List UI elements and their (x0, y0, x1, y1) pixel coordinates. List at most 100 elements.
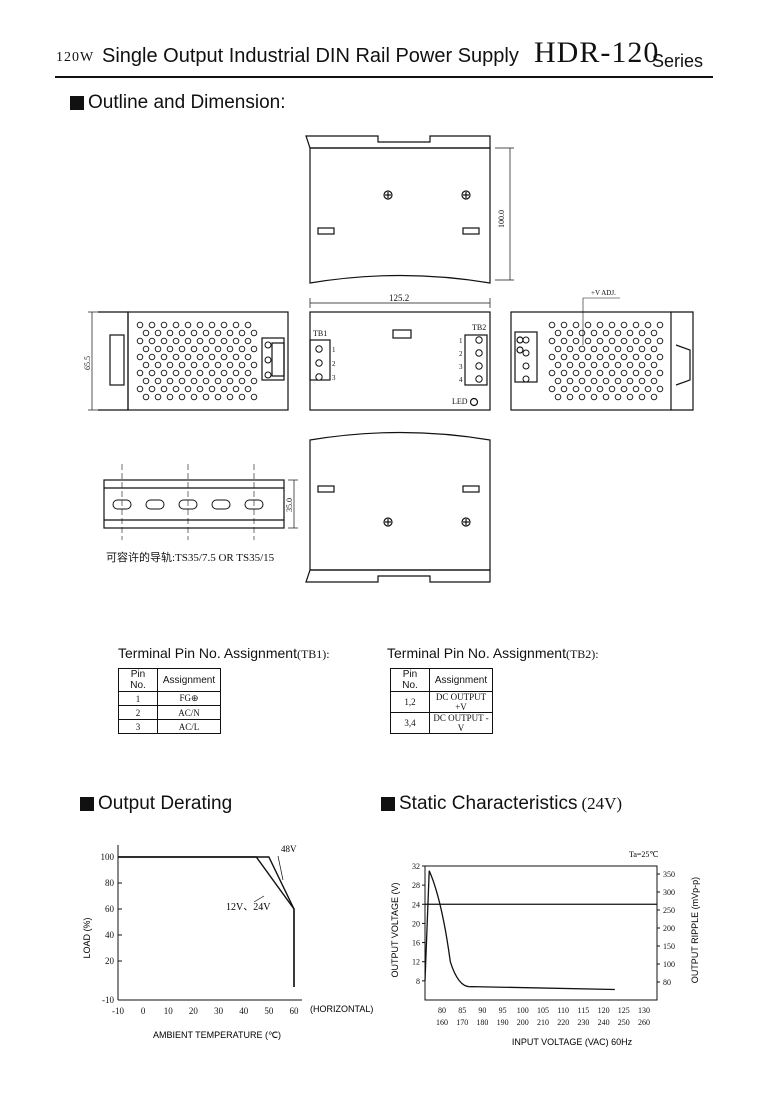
vent-hole (136, 337, 144, 345)
vent-hole (602, 377, 610, 385)
vent-hole (142, 345, 150, 353)
x-tick-label: 50 (264, 1006, 274, 1016)
vent-hole (656, 353, 664, 361)
x-tick-label: 30 (214, 1006, 224, 1016)
x-tick-label-bottom: 250 (618, 1018, 630, 1027)
x-tick-label-top: 95 (499, 1006, 507, 1015)
table-cell: AC/L (157, 719, 221, 734)
x-tick-label-bottom: 160 (436, 1018, 448, 1027)
vent-hole (202, 361, 210, 369)
vent-hole (626, 377, 634, 385)
vent-hole (554, 361, 562, 369)
vent-hole (154, 377, 162, 385)
vent-hole (548, 337, 556, 345)
vent-hole (656, 337, 664, 345)
vent-hole (232, 337, 240, 345)
tb2-table-title-text: Terminal Pin No. Assignment (387, 645, 566, 661)
vent-hole (644, 321, 652, 329)
dim-width-label: 125.2 (389, 293, 409, 303)
y-tick-label-right: 150 (663, 942, 675, 951)
leader-line (277, 855, 284, 881)
vent-hole (232, 353, 240, 361)
tb2-pin-2: 2 (459, 350, 463, 358)
vent-hole (214, 361, 222, 369)
vent-hole (656, 385, 664, 393)
vent-hole (632, 385, 640, 393)
vent-hole (566, 393, 574, 401)
vent-hole (196, 385, 204, 393)
vent-hole (614, 393, 622, 401)
terminal-screw (315, 373, 323, 381)
vent-hole (644, 337, 652, 345)
vent-hole (160, 321, 168, 329)
x-tick-label-bottom: 230 (577, 1018, 589, 1027)
vent-hole (638, 377, 646, 385)
vent-hole (596, 321, 604, 329)
derating-ylabel: LOAD (%) (82, 917, 92, 958)
vent-hole (638, 361, 646, 369)
outline-title: Outline and Dimension: (88, 92, 286, 113)
vent-hole (650, 329, 658, 337)
vent-hole (220, 385, 228, 393)
vent-hole (608, 369, 616, 377)
vent-hole (178, 329, 186, 337)
y-tick-label-right: 250 (663, 906, 675, 915)
vent-hole (626, 329, 634, 337)
vent-hole (548, 321, 556, 329)
vent-hole (172, 337, 180, 345)
x-tick-label: 40 (239, 1006, 249, 1016)
x-tick-label-top: 90 (478, 1006, 486, 1015)
tb2-pin-4: 4 (459, 376, 463, 384)
vent-hole (632, 321, 640, 329)
vent-hole (190, 329, 198, 337)
terminal-screw (522, 349, 530, 357)
x-tick-label-top: 115 (578, 1006, 590, 1015)
vent-hole (244, 385, 252, 393)
vent-hole (638, 329, 646, 337)
derating-12-24v-label: 12V、24V (226, 902, 271, 913)
vent-hole (250, 377, 258, 385)
x-tick-label-top: 105 (537, 1006, 549, 1015)
vent-hole (208, 369, 216, 377)
x-tick-label-bottom: 180 (476, 1018, 488, 1027)
vent-hole (596, 369, 604, 377)
header-wattage: 120W (56, 50, 95, 65)
vent-hole (560, 353, 568, 361)
vent-hole (196, 369, 204, 377)
vent-hole (160, 369, 168, 377)
vent-hole (554, 377, 562, 385)
top-view (305, 135, 514, 284)
vent-hole (548, 353, 556, 361)
vent-hole (172, 385, 180, 393)
vent-hole (596, 385, 604, 393)
derating-series-line (118, 856, 295, 987)
vent-hole (214, 393, 222, 401)
y-tick-label-left: 8 (416, 977, 420, 986)
vent-hole (220, 321, 228, 329)
y-tick-label-left: 12 (412, 958, 420, 967)
vent-hole (560, 321, 568, 329)
vent-hole (238, 345, 246, 353)
vent-hole (208, 353, 216, 361)
vent-hole (178, 377, 186, 385)
vent-hole (602, 345, 610, 353)
vent-hole (554, 329, 562, 337)
vent-hole (244, 337, 252, 345)
x-tick-label-bottom: 240 (598, 1018, 610, 1027)
vent-hole (614, 345, 622, 353)
vent-hole (160, 385, 168, 393)
bottom-view (305, 431, 491, 583)
rail-slot (211, 499, 231, 510)
vent-hole (566, 377, 574, 385)
vent-hole (644, 353, 652, 361)
y-tick-label: 60 (105, 904, 115, 914)
table-cell: 3,4 (390, 712, 430, 734)
vent-hole (614, 329, 622, 337)
vent-hole (208, 337, 216, 345)
vent-hole (172, 369, 180, 377)
y-tick-label-left: 20 (412, 919, 420, 928)
x-tick-label: 10 (164, 1006, 174, 1016)
